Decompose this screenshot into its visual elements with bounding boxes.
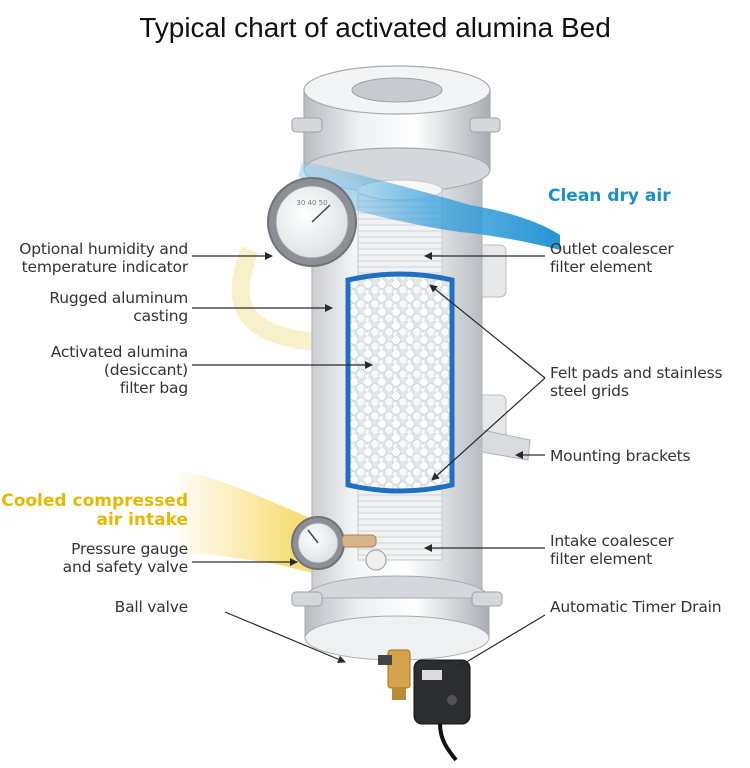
aluminum-casting-line-2: casting xyxy=(133,307,188,325)
clean-air-flow xyxy=(297,160,560,250)
svg-text:30 40 50: 30 40 50 xyxy=(296,199,327,207)
mounting-brackets-label: Mounting brackets xyxy=(550,447,691,465)
pressure-gauge-line-1: Pressure gauge xyxy=(71,540,188,558)
clean-dry-air-line-1: Clean xyxy=(548,186,602,206)
timer-drain-line-1: Automatic Timer Drain xyxy=(550,598,722,616)
pressure-gauge-line-2: and safety valve xyxy=(62,558,189,576)
activated-alumina-filter-bag xyxy=(345,271,455,494)
intake-coalescer-line-1: Intake coalescer xyxy=(550,532,674,550)
timer-drain-label: Automatic Timer Drain xyxy=(550,598,722,616)
intake-coalescer-line-2: filter element xyxy=(550,550,653,568)
alumina-bag-line-2: (desiccant) xyxy=(103,361,188,379)
cooled-compressed-air-intake-label: Cooled compressed air intake xyxy=(0,492,188,530)
felt-pads-label: Felt pads and stainless steel grids xyxy=(550,364,723,400)
outlet-coalescer-line-2: filter element xyxy=(550,258,653,276)
outlet-coalescer-line-1: Outlet coalescer xyxy=(550,240,674,258)
pressure-gauge xyxy=(291,516,387,571)
clean-dry-air-label: Clean dry air xyxy=(548,187,671,206)
pressure-gauge-label: Pressure gauge and safety valve xyxy=(62,540,189,576)
ball-valve-label: Ball valve xyxy=(114,598,189,616)
ball-valve-line-1: Ball valve xyxy=(114,598,189,616)
outlet-coalescer-label: Outlet coalescer filter element xyxy=(550,240,674,276)
alumina-bag-line-1: Activated alumina xyxy=(50,343,188,361)
mounting-brackets xyxy=(475,244,531,461)
diagram-title: Typical chart of activated alumina Bed xyxy=(139,12,611,43)
intake-coalescer-label: Intake coalescer filter element xyxy=(550,532,674,568)
humidity-indicator-line-1: Optional humidity and xyxy=(19,240,188,258)
ball-valve xyxy=(378,649,411,700)
aluminum-casting-label: Rugged aluminum casting xyxy=(49,289,188,325)
felt-pads-line-2: steel grids xyxy=(550,382,629,400)
humidity-indicator-line-2: temperature indicator xyxy=(21,258,189,276)
intake-air-line-2: air intake xyxy=(96,510,188,530)
aluminum-casting-line-1: Rugged aluminum xyxy=(49,289,188,307)
felt-pads-line-1: Felt pads and stainless xyxy=(550,364,723,382)
humidity-temperature-indicator: 30 40 50 xyxy=(267,177,357,267)
clean-dry-air-line-2: dry air xyxy=(607,186,671,206)
automatic-timer-drain xyxy=(413,659,471,762)
leader-lines xyxy=(192,252,546,668)
intake-air-line-1: Cooled compressed xyxy=(1,491,188,511)
mounting-brackets-line-1: Mounting brackets xyxy=(550,447,691,465)
humidity-indicator-label: Optional humidity and temperature indica… xyxy=(19,240,188,276)
alumina-bag-label: Activated alumina (desiccant) filter bag xyxy=(51,343,188,397)
alumina-bag-line-3: filter bag xyxy=(119,379,188,397)
